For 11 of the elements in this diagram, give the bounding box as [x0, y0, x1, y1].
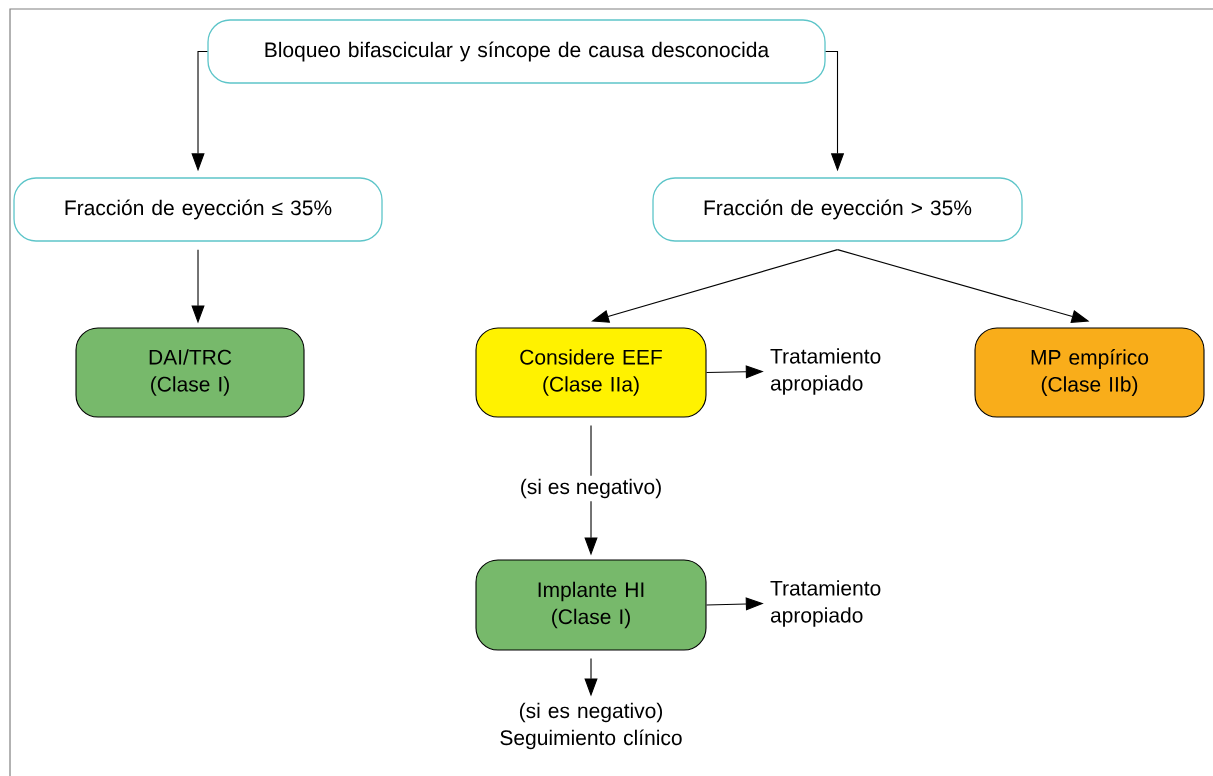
- text-label: (si es negativo) Seguimiento clínico: [500, 702, 682, 750]
- rounded-box: Fracción de eyección ≤ 35%: [13, 177, 383, 242]
- rounded-box: Implante HI (Clase I): [475, 559, 707, 651]
- text-label: Tratamiento apropiado: [770, 580, 881, 627]
- edge-label: (si es negativo): [516, 475, 666, 502]
- rounded-box: Bloqueo bifascicular y síncope de causa desconocida: [207, 19, 826, 84]
- rounded-box: DAI/TRC (Clase I): [75, 327, 305, 418]
- rounded-box: Fracción de eyección > 35%: [652, 177, 1023, 242]
- text-label: Tratamiento apropiado: [770, 348, 881, 395]
- rounded-box: MP empírico (Clase IIb): [974, 327, 1205, 418]
- rounded-box: Considere EEF (Clase IIa): [475, 327, 707, 418]
